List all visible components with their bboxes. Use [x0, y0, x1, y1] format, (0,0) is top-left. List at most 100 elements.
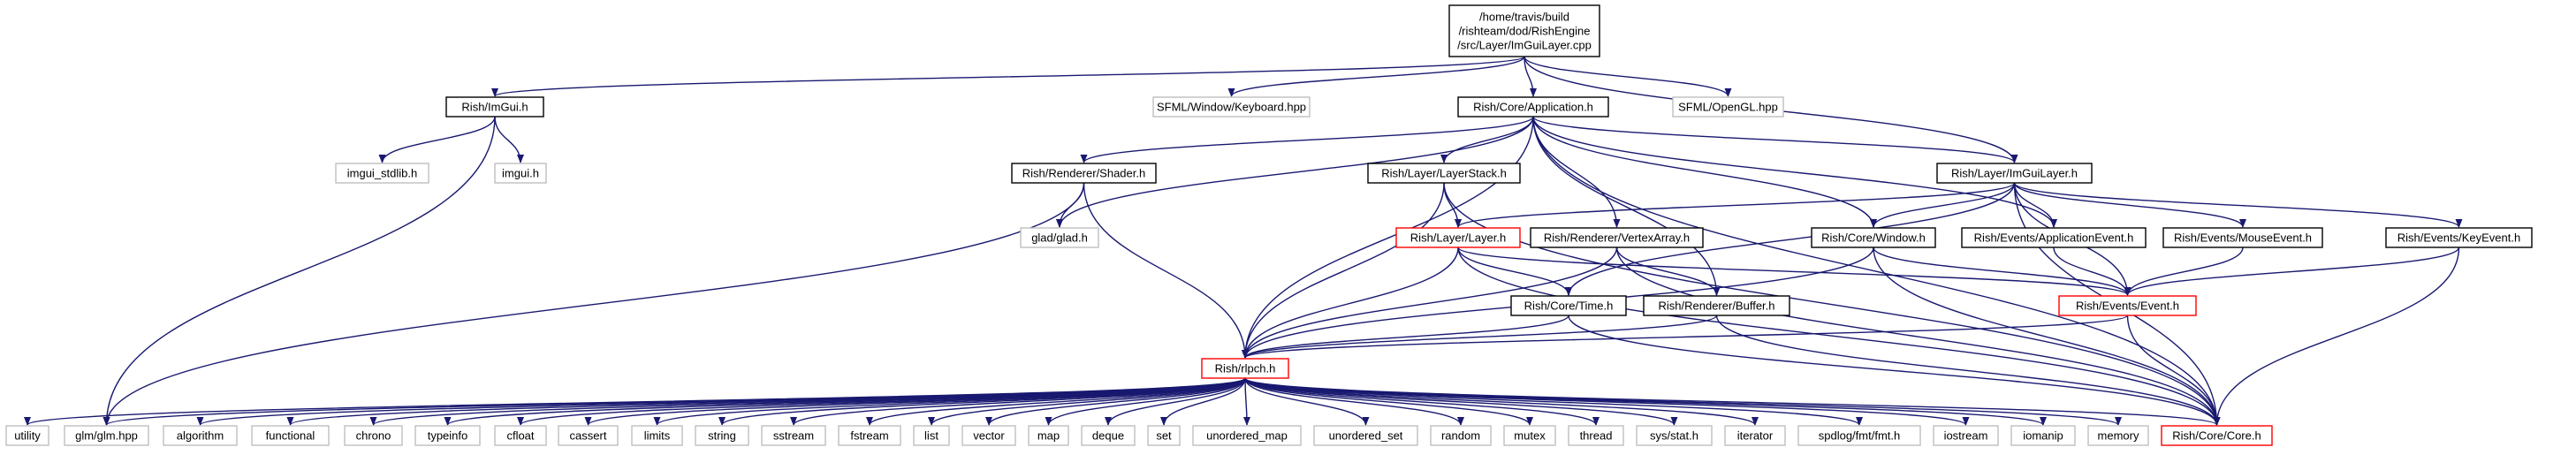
- node-box: [1201, 358, 1289, 379]
- node-label: glm/glm.hpp: [75, 429, 138, 443]
- node-label: deque: [1092, 429, 1124, 443]
- edge-application_h-to-shader_h: [1080, 116, 1534, 163]
- node-applicationevent-h[interactable]: Rish/Events/ApplicationEvent.h: [1961, 227, 2147, 248]
- node-label: functional: [266, 429, 315, 443]
- node-iterator[interactable]: iterator: [1724, 425, 1786, 446]
- node-box: [761, 425, 826, 446]
- node-keyevent-h[interactable]: Rish/Events/KeyEvent.h: [2385, 227, 2533, 248]
- node-cfloat[interactable]: cfloat: [494, 425, 547, 446]
- node-random[interactable]: random: [1430, 425, 1492, 446]
- node-label: imgui_stdlib.h: [347, 167, 418, 180]
- edge-rlpch_h-to-vector: [985, 377, 1246, 426]
- node-box: [1724, 425, 1786, 446]
- node-shader-h[interactable]: Rish/Renderer/Shader.h: [1011, 163, 1157, 184]
- node-memory[interactable]: memory: [2087, 425, 2149, 446]
- node-mouseevent-h[interactable]: Rish/Events/MouseEvent.h: [2162, 227, 2323, 248]
- node-box: [1147, 425, 1181, 446]
- nodes-layer: /home/travis/build/rishteam/dod/RishEngi…: [5, 4, 2533, 446]
- node-label: memory: [2098, 429, 2139, 443]
- node-string[interactable]: string: [695, 425, 749, 446]
- node-imgui-h[interactable]: Rish/ImGui.h: [445, 96, 544, 118]
- node-sys-stat[interactable]: sys/stat.h: [1636, 425, 1713, 446]
- edge-root-to-sfml_keyboard: [1227, 56, 1525, 97]
- node-sfml-opengl[interactable]: SFML/OpenGL.hpp: [1672, 96, 1784, 118]
- edge-rlpch_h-to-mutex: [1244, 377, 1533, 426]
- edge-layer_h-to-event_h: [1457, 246, 2131, 296]
- node-deque[interactable]: deque: [1081, 425, 1136, 446]
- node-map[interactable]: map: [1028, 425, 1069, 446]
- node-box: [1568, 425, 1624, 446]
- node-box: [1672, 96, 1784, 118]
- node-label: thread: [1580, 429, 1613, 443]
- node-label: fstream: [850, 429, 888, 443]
- edge-imgui_h-to-imgui_stdlib: [378, 116, 496, 163]
- edge-shader_h-to-glm_hpp: [103, 182, 1085, 426]
- edge-rlpch_h-to-deque: [1105, 377, 1246, 426]
- node-vector[interactable]: vector: [961, 425, 1016, 446]
- node-iomanip[interactable]: iomanip: [2010, 425, 2076, 446]
- node-sfml-keyboard[interactable]: SFML/Window/Keyboard.hpp: [1152, 96, 1311, 118]
- node-fstream[interactable]: fstream: [838, 425, 901, 446]
- node-unordered-set[interactable]: unordered_set: [1313, 425, 1418, 446]
- node-algorithm[interactable]: algorithm: [163, 425, 238, 446]
- node-box: [1503, 425, 1556, 446]
- node-spdlog-fmt[interactable]: spdlog/fmt/fmt.h: [1797, 425, 1921, 446]
- node-box: [1448, 4, 1600, 57]
- edge-rlpch_h-to-sstream: [790, 377, 1246, 426]
- node-glad-h[interactable]: glad/glad.h: [1020, 227, 1099, 248]
- node-label: /home/travis/build: [1479, 11, 1569, 24]
- node-vertexarray-h[interactable]: Rish/Renderer/VertexArray.h: [1530, 227, 1704, 248]
- node-application-h[interactable]: Rish/Core/Application.h: [1457, 96, 1609, 118]
- node-label: Rish/Layer/ImGuiLayer.h: [1951, 167, 2078, 180]
- node-cassert[interactable]: cassert: [558, 425, 619, 446]
- node-unordered-map[interactable]: unordered_map: [1192, 425, 1302, 446]
- edge-imguilayer_h-to-layer_h: [1455, 182, 2016, 228]
- node-imgui-header[interactable]: imgui.h: [494, 163, 547, 184]
- node-window-h[interactable]: Rish/Core/Window.h: [1811, 227, 1936, 248]
- edge-rlpch_h-to-sys_stat: [1244, 377, 1678, 426]
- node-box: [631, 425, 683, 446]
- node-rlpch-h[interactable]: Rish/rlpch.h: [1201, 358, 1289, 379]
- node-list[interactable]: list: [913, 425, 950, 446]
- node-core-h[interactable]: Rish/Core/Core.h: [2161, 425, 2273, 446]
- node-box: [1430, 425, 1492, 446]
- node-set[interactable]: set: [1147, 425, 1181, 446]
- node-imguilayer-h[interactable]: Rish/Layer/ImGuiLayer.h: [1936, 163, 2093, 184]
- node-layer-h[interactable]: Rish/Layer/Layer.h: [1395, 227, 1521, 248]
- node-box: [558, 425, 619, 446]
- node-box: [961, 425, 1016, 446]
- node-typeinfo[interactable]: typeinfo: [414, 425, 481, 446]
- node-box: [494, 163, 547, 184]
- node-mutex[interactable]: mutex: [1503, 425, 1556, 446]
- node-label: Rish/Core/Window.h: [1821, 231, 1926, 245]
- node-buffer-h[interactable]: Rish/Renderer/Buffer.h: [1643, 295, 1790, 316]
- node-thread[interactable]: thread: [1568, 425, 1624, 446]
- node-box: [1028, 425, 1069, 446]
- node-event-h[interactable]: Rish/Events/Event.h: [2058, 295, 2197, 316]
- node-label: algorithm: [177, 429, 224, 443]
- node-box: [1081, 425, 1136, 446]
- node-box: [1367, 163, 1521, 184]
- edge-rlpch_h-to-unordered_set: [1244, 377, 1370, 426]
- node-box: [1313, 425, 1418, 446]
- node-imgui-stdlib[interactable]: imgui_stdlib.h: [335, 163, 429, 184]
- node-chrono[interactable]: chrono: [344, 425, 403, 446]
- node-sstream[interactable]: sstream: [761, 425, 826, 446]
- edge-rlpch_h-to-random: [1244, 377, 1464, 426]
- node-label: unordered_map: [1206, 429, 1288, 443]
- node-box: [1933, 425, 1999, 446]
- node-label: list: [924, 429, 938, 443]
- node-label: Rish/ImGui.h: [461, 101, 528, 114]
- edge-rlpch_h-to-iterator: [1244, 377, 1759, 426]
- node-functional[interactable]: functional: [251, 425, 330, 446]
- node-label: cfloat: [506, 429, 534, 443]
- node-time-h[interactable]: Rish/Core/Time.h: [1510, 295, 1627, 316]
- node-glm-hpp[interactable]: glm/glm.hpp: [64, 425, 149, 446]
- node-limits[interactable]: limits: [631, 425, 683, 446]
- node-layerstack-h[interactable]: Rish/Layer/LayerStack.h: [1367, 163, 1521, 184]
- node-utility[interactable]: utility: [5, 425, 49, 446]
- node-label: Rish/Events/KeyEvent.h: [2397, 231, 2520, 245]
- node-iostream[interactable]: iostream: [1933, 425, 1999, 446]
- node-box: [1961, 227, 2147, 248]
- node-root[interactable]: /home/travis/build/rishteam/dod/RishEngi…: [1448, 4, 1600, 57]
